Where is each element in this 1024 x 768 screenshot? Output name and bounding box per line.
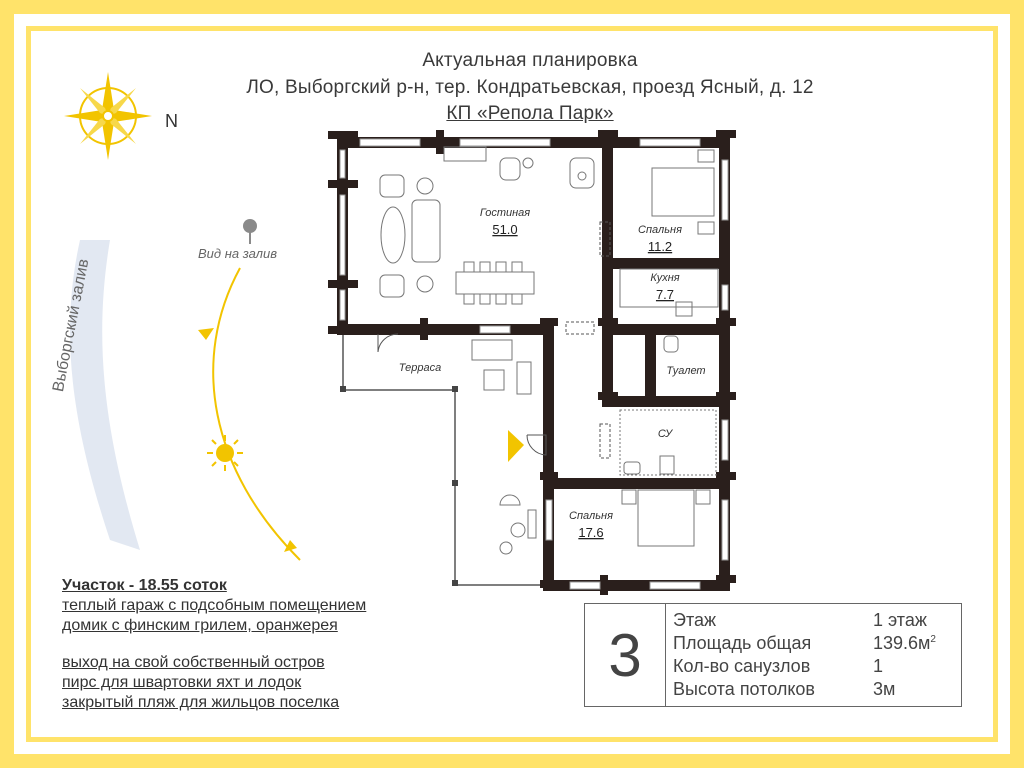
room-name-bedroom2: Спальня — [569, 510, 613, 522]
amenity-item: закрытый пляж для жильцов поселка — [62, 694, 340, 711]
sun-path-arrow-down — [284, 540, 297, 552]
plot-line: домик с финским грилем, оранжерея — [62, 617, 338, 634]
info-row: Площадь общая 139.6м2 — [673, 633, 958, 656]
living-furniture — [379, 146, 595, 305]
amenities: выход на свой собственный остров пирс дл… — [62, 653, 339, 713]
info-row: Высота потолков 3м — [673, 679, 958, 702]
info-key: Площадь общая — [673, 633, 812, 653]
room-name-terrace: Терраса — [399, 362, 441, 374]
walls — [328, 130, 736, 595]
info-value: 139.6м2 — [873, 633, 958, 656]
room-name-bathroom: СУ — [658, 428, 673, 440]
compass-icon — [64, 72, 152, 160]
info-value: 1 этаж — [873, 610, 927, 630]
frame-border — [26, 26, 998, 742]
north-label: N — [165, 111, 178, 131]
address: ЛО, Выборгский р-н, тер. Кондратьевская,… — [246, 77, 814, 98]
info-key: Кол-во санузлов — [673, 656, 811, 676]
room-name-kitchen: Кухня — [650, 272, 679, 284]
info-value: 1 — [873, 656, 884, 676]
project-link[interactable]: КП «Репола Парк» — [446, 103, 614, 124]
info-key: Высота потолков — [673, 679, 815, 699]
room-area-living: 51.0 — [492, 222, 517, 237]
plot-heading: Участок - 18.55 соток — [62, 577, 227, 594]
room-area-kitchen: 7.7 — [656, 287, 674, 302]
bay-water — [70, 240, 140, 550]
sun-icon — [207, 435, 243, 471]
page-title: Актуальная планировка — [422, 50, 638, 71]
info-key: Этаж — [673, 610, 717, 630]
info-table: 3 Этаж 1 этаж Площадь общая 139.6м2 Кол-… — [584, 603, 962, 707]
info-value: 3м — [873, 679, 896, 699]
room-name-bedroom1: Спальня — [638, 224, 682, 236]
info-row: Этаж 1 этаж — [673, 610, 958, 633]
room-area-bedroom1: 11.2 — [648, 239, 672, 254]
area-unit-sup: 2 — [930, 634, 936, 645]
area-value: 139.6м — [873, 633, 931, 653]
sun-path-arrow-up — [198, 328, 214, 340]
room-name-toilet: Туалет — [666, 365, 705, 377]
terrace-outline — [342, 335, 545, 586]
info-row: Кол-во санузлов 1 — [673, 656, 958, 679]
room-name-living: Гостиная — [480, 207, 530, 219]
sun-path — [212, 267, 301, 561]
view-arrow-icon — [508, 430, 524, 462]
plan-number: 3 — [585, 604, 666, 706]
location-pin-icon — [243, 219, 257, 244]
room-area-bedroom2: 17.6 — [578, 525, 603, 540]
plot-info: Участок - 18.55 соток теплый гараж с под… — [62, 576, 366, 636]
amenity-item: пирс для швартовки яхт и лодок — [62, 674, 302, 691]
amenity-item: выход на свой собственный остров — [62, 654, 325, 671]
view-label: Вид на залив — [198, 246, 278, 261]
plot-line: теплый гараж с подсобным помещением — [62, 597, 367, 614]
